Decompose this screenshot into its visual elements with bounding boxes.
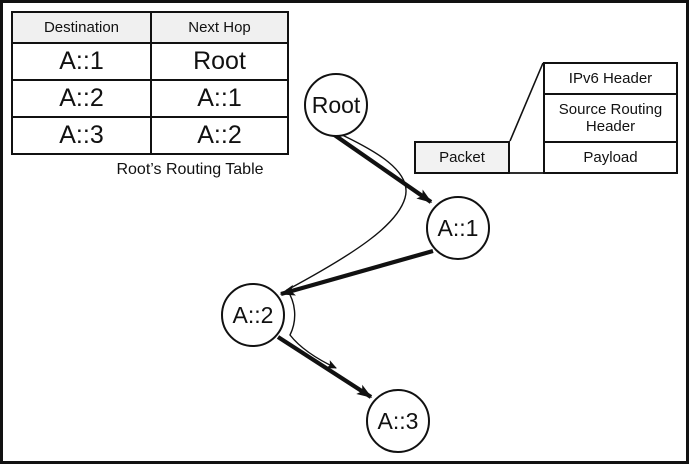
routing-table-header-destination: Destination [11, 11, 152, 44]
layer-ipv6-header: IPv6 Header [545, 64, 676, 95]
table-cell-nexthop-2: A::1 [150, 79, 289, 118]
routing-table-header-row: Destination Next Hop [11, 11, 289, 44]
packet-route-curve [285, 132, 407, 369]
routing-table: Destination Next Hop A::1 Root A::2 A::1… [11, 11, 289, 155]
node-a2-label: A::2 [232, 301, 274, 328]
node-a1-label: A::1 [437, 214, 479, 241]
routing-table-caption: Root’s Routing Table [116, 161, 264, 178]
layer-source-routing-header: Source Routing Header [545, 95, 676, 143]
packet-box: Packet [414, 141, 510, 174]
table-cell-nexthop-3: A::2 [150, 116, 289, 155]
node-root-circle [304, 73, 368, 137]
layer-payload: Payload [545, 143, 676, 172]
node-a2-circle [221, 283, 285, 347]
node-root-label: Root [311, 91, 361, 118]
edge-a2-to-a3-arrow [276, 335, 373, 399]
packet-label: Packet [439, 149, 485, 166]
edge-root-to-a1-arrow [331, 132, 433, 204]
packet-explode-diagonal [509, 62, 544, 142]
table-cell-nexthop-1: Root [150, 42, 289, 81]
table-cell-destination-2: A::2 [11, 79, 152, 118]
node-a3-circle [366, 389, 430, 453]
table-row: A::2 A::1 [11, 79, 289, 118]
table-row: A::3 A::2 [11, 116, 289, 155]
node-a1-circle [426, 196, 490, 260]
node-a3-label: A::3 [377, 407, 419, 434]
table-row: A::1 Root [11, 42, 289, 81]
edge-a1-to-a2-arrow [279, 248, 434, 297]
packet-stack: IPv6 Header Source Routing Header Payloa… [543, 62, 678, 174]
table-cell-destination-3: A::3 [11, 116, 152, 155]
table-cell-destination-1: A::1 [11, 42, 152, 81]
routing-table-header-next-hop: Next Hop [150, 11, 289, 44]
